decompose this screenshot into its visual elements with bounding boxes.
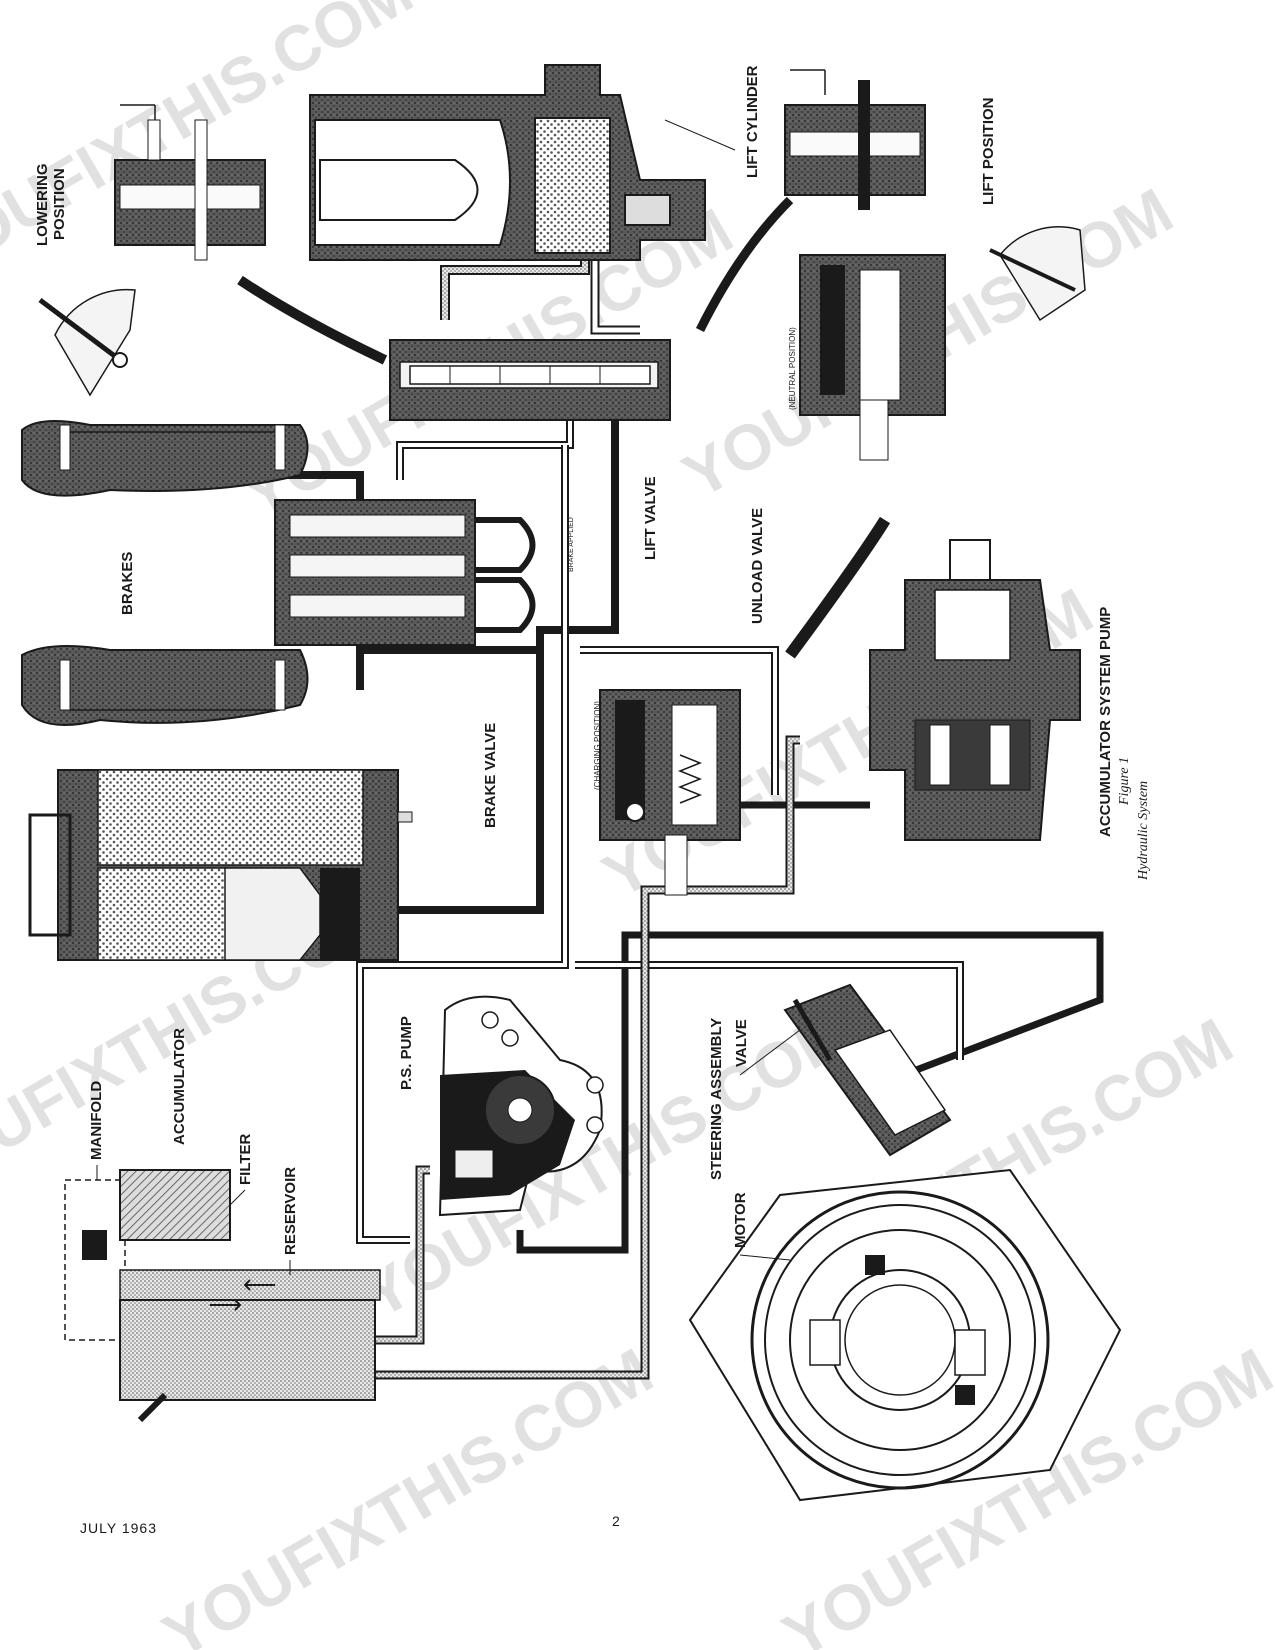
label-steering-assembly: STEERING ASSEMBLY xyxy=(708,1018,725,1180)
label-valve: VALVE xyxy=(733,1019,750,1067)
unload-valve xyxy=(599,689,741,896)
lift-cylinder-piston xyxy=(534,117,611,254)
return-line-main-inner xyxy=(398,420,572,480)
label-lowering-position-2: POSITION xyxy=(51,168,68,240)
return-line-unload-inner xyxy=(580,648,777,795)
accumulator-system-pump xyxy=(869,539,1081,841)
leader-lines xyxy=(96,1029,801,1275)
label-motor: MOTOR xyxy=(732,1192,749,1248)
label-lowering-position-1: LOWERING xyxy=(34,164,51,247)
lift-handle-right xyxy=(989,226,1086,322)
figure-caption: ACCUMULATOR SYSTEM PUMP Figure 1 Hydraul… xyxy=(1097,607,1151,881)
brake-drum-upper xyxy=(21,420,309,497)
caption-subtitle: Hydraulic System xyxy=(1136,781,1151,881)
label-unload-valve: UNLOAD VALVE xyxy=(749,508,766,624)
footer-page-number: 2 xyxy=(612,1513,621,1529)
return-line-steering-inner xyxy=(575,963,962,1060)
pressure-line-steering xyxy=(621,931,1104,1084)
label-manifold: MANIFOLD xyxy=(88,1081,105,1160)
pressure-line-lift xyxy=(536,420,619,650)
label-brake-applied: BRAKE APPLIED xyxy=(568,517,575,572)
accumulator-cylinder xyxy=(28,769,413,961)
control-valve-spool xyxy=(409,365,651,385)
caption-figure: Figure 1 xyxy=(1117,757,1132,806)
brake-valve-assembly xyxy=(274,499,536,646)
label-filter: FILTER xyxy=(237,1133,254,1185)
label-charging-position: (CHARGING POSITION) xyxy=(593,701,602,790)
reservoir-tank xyxy=(119,1299,376,1401)
suction-line-pspump-fill xyxy=(370,1167,430,1343)
label-lift-cylinder: LIFT CYLINDER xyxy=(744,65,761,178)
label-accumulator: ACCUMULATOR xyxy=(171,1028,188,1145)
component-labels: LOWERING POSITION LIFT CYLINDER LIFT POS… xyxy=(34,65,997,1255)
manifold-outline xyxy=(64,1179,126,1341)
lowering-position-detail xyxy=(114,104,388,365)
lift-cylinder xyxy=(309,64,706,261)
footer-date: JULY 1963 xyxy=(80,1520,157,1536)
suction-line-pump-fill xyxy=(360,737,800,1378)
steering-assembly xyxy=(783,983,952,1157)
label-ps-pump: P.S. PUMP xyxy=(398,1016,415,1090)
caption-title: ACCUMULATOR SYSTEM PUMP xyxy=(1097,607,1114,837)
label-brakes: BRAKES xyxy=(119,552,136,615)
ps-pump xyxy=(438,995,604,1217)
lift-cylinder-fitting xyxy=(624,194,671,226)
label-lift-valve: LIFT VALVE xyxy=(642,476,659,560)
return-line-vertical-inner xyxy=(358,445,567,1242)
lift-valve-neutral-section xyxy=(785,254,946,659)
pressure-line-pspump-steering xyxy=(516,1050,629,1254)
return-line-lift-cylinder-inner xyxy=(592,240,640,333)
lift-cylinder-ram xyxy=(319,159,479,221)
label-neutral-position: (NEUTRAL POSITION) xyxy=(788,327,797,410)
label-brake-valve: BRAKE VALVE xyxy=(482,723,499,828)
brake-drum-lower xyxy=(21,645,309,726)
filter-element xyxy=(119,1169,231,1241)
lift-handle-left xyxy=(38,288,136,397)
label-lift-position: LIFT POSITION xyxy=(980,98,997,206)
lift-position-detail xyxy=(664,69,926,333)
lift-control-valve xyxy=(389,339,671,421)
label-reservoir: RESERVOIR xyxy=(282,1167,299,1255)
reservoir-assembly xyxy=(64,1169,381,1423)
steering-motor xyxy=(688,1168,1122,1502)
